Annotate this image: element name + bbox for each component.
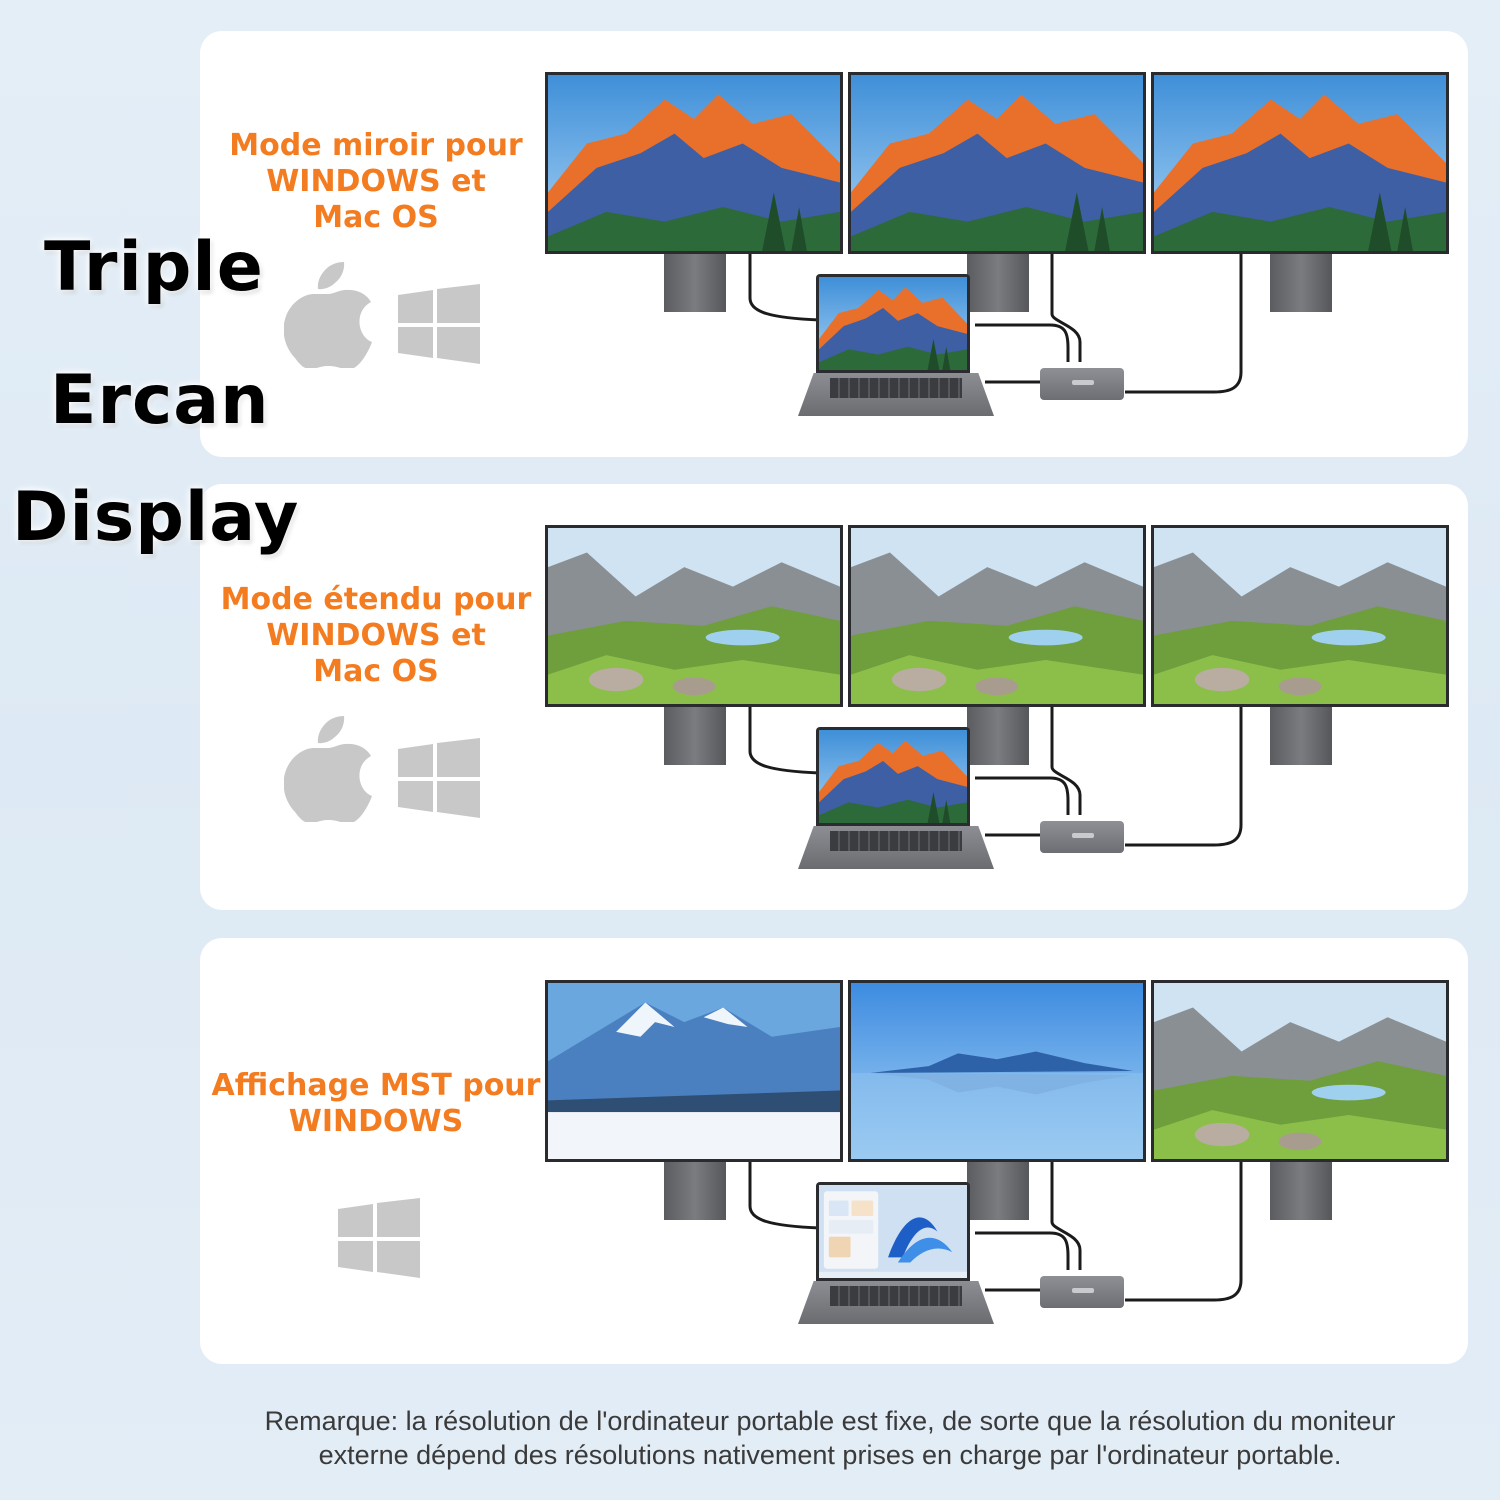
- resolution-note: Remarque: la résolution de l'ordinateur …: [180, 1404, 1480, 1472]
- apple-logo-icon: [283, 262, 372, 373]
- mst-mode-label-line-1: Affichage MST pour: [211, 1068, 541, 1103]
- monitor-stand: [664, 1162, 726, 1220]
- laptop-lid: [816, 727, 970, 826]
- monitor-2: [848, 72, 1146, 254]
- monitor-stand: [1270, 1162, 1332, 1220]
- extended-mode-label: Mode étendu pour WINDOWS et Mac OS: [196, 582, 556, 690]
- monitor-screen-sunset-mountain: [548, 75, 840, 251]
- apple-logo-icon: [283, 716, 372, 827]
- laptop-keyboard: [830, 1286, 962, 1306]
- monitor-3: [1151, 72, 1449, 254]
- mst-mode-label-line-2: WINDOWS: [288, 1104, 464, 1139]
- laptop-screen-windows-desktop: [819, 1185, 967, 1278]
- windows-logo-icon: [338, 1198, 420, 1283]
- usb-c-hub: [1040, 1276, 1124, 1308]
- laptop-screen-sunset-mountain: [819, 277, 967, 370]
- title-word-3: Display: [12, 478, 300, 557]
- mirror-mode-label-line-2: WINDOWS et: [266, 164, 486, 199]
- monitor-screen-alpine-meadow: [548, 528, 840, 704]
- mirror-mode-label-line-3: Mac OS: [313, 200, 439, 235]
- title-word-1: Triple: [44, 228, 264, 307]
- monitor-stand: [1270, 707, 1332, 765]
- monitor-2: [848, 980, 1146, 1162]
- windows-logo-icon: [398, 738, 480, 823]
- monitor-stand: [664, 254, 726, 312]
- monitor-1: [545, 980, 843, 1162]
- laptop-lid: [816, 274, 970, 373]
- mirror-mode-label: Mode miroir pour WINDOWS et Mac OS: [196, 128, 556, 236]
- mirror-mode-label-line-1: Mode miroir pour: [229, 128, 523, 163]
- laptop-lid: [816, 1182, 970, 1281]
- resolution-note-line-2: externe dépend des résolutions nativemen…: [318, 1440, 1342, 1470]
- monitor-screen-sunset-mountain: [851, 75, 1143, 251]
- monitor-3: [1151, 980, 1449, 1162]
- monitor-stand: [1270, 254, 1332, 312]
- title-word-2: Ercan: [50, 361, 270, 440]
- windows-logo-icon: [398, 284, 480, 369]
- laptop: [798, 274, 994, 419]
- extended-mode-label-line-1: Mode étendu pour: [220, 582, 532, 617]
- extended-mode-label-line-2: WINDOWS et: [266, 618, 486, 653]
- usb-c-hub: [1040, 368, 1124, 400]
- laptop: [798, 1182, 994, 1327]
- monitor-2: [848, 525, 1146, 707]
- extended-mode-label-line-3: Mac OS: [313, 654, 439, 689]
- monitor-stand: [967, 1162, 1029, 1220]
- monitor-screen-lake-reflection: [851, 983, 1143, 1159]
- monitor-3: [1151, 525, 1449, 707]
- mst-mode-label: Affichage MST pour WINDOWS: [196, 1068, 556, 1140]
- monitor-screen-alpine-meadow: [1154, 983, 1446, 1159]
- monitor-screen-sunset-mountain: [1154, 75, 1446, 251]
- laptop-keyboard: [830, 378, 962, 398]
- laptop-keyboard: [830, 831, 962, 851]
- monitor-screen-alpine-meadow: [1154, 528, 1446, 704]
- monitor-1: [545, 72, 843, 254]
- laptop-screen-sunset-mountain: [819, 730, 967, 823]
- usb-c-hub: [1040, 821, 1124, 853]
- monitor-stand: [967, 707, 1029, 765]
- monitor-1: [545, 525, 843, 707]
- monitor-screen-snowy-mountain: [548, 983, 840, 1159]
- monitor-stand: [664, 707, 726, 765]
- resolution-note-line-1: Remarque: la résolution de l'ordinateur …: [264, 1406, 1396, 1436]
- monitor-screen-alpine-meadow: [851, 528, 1143, 704]
- monitor-stand: [967, 254, 1029, 312]
- laptop: [798, 727, 994, 872]
